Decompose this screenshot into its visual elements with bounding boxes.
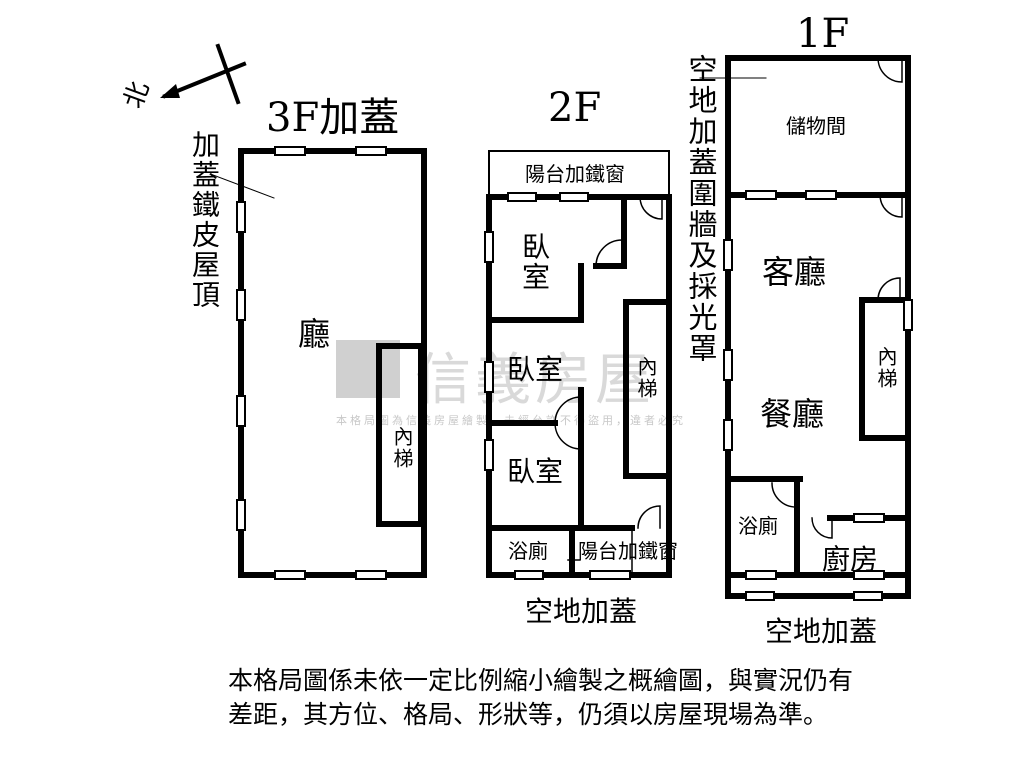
watermark-brand: 信義房屋: [415, 348, 655, 413]
floor-1f-doors: [771, 57, 903, 597]
floor-2f-doors: [554, 196, 663, 561]
floor-1f-dining-label: 餐廳: [760, 395, 825, 433]
floor-1f-windows: [723, 190, 913, 601]
floor-1f-stair-label: 內梯: [874, 346, 898, 390]
floor-2f-bedroom3-label: 臥室: [507, 455, 564, 488]
floor-1f-bath-label: 浴廁: [738, 514, 778, 538]
compass-arrow-line: [162, 61, 247, 99]
floor-3f-windows: [236, 146, 387, 580]
compass-arrow-head: [160, 84, 180, 98]
floor-3f-stair-label: 內梯: [390, 426, 414, 470]
floor-2f-below-label: 空地加蓋: [525, 595, 638, 628]
floor-2f-stair-label: 內梯: [634, 356, 658, 400]
floor-2f-bath-label: 浴廁: [508, 539, 548, 563]
floor-2f-windows: [484, 192, 631, 580]
floor-2f-bedroom2-label: 臥室: [507, 353, 564, 386]
floor-2f-top-balcony-label: 陽台加鐵窗: [525, 162, 625, 186]
floor-3f-hall-label: 廳: [298, 315, 331, 353]
floor-2f-bottom-balcony-label: 陽台加鐵窗: [578, 539, 678, 563]
floor-2f-bedroom1-label: 臥室: [518, 232, 551, 292]
floor-2f-title: 2F: [548, 85, 602, 131]
floor-3f-walls: [238, 148, 427, 578]
floor-1f-kitchen-label: 廚房: [822, 543, 879, 576]
floor-1f-storage-label: 儲物間: [786, 114, 846, 138]
floor-1f-living-label: 客廳: [762, 253, 827, 291]
floor-1f-side-note: 空地加蓋圍牆及採光罩: [684, 54, 718, 364]
floor-1f-title: 1F: [796, 11, 850, 57]
floor-3f-roof-note: 加蓋鐵皮屋頂: [188, 130, 221, 310]
floor-1f-below-label: 空地加蓋: [765, 615, 878, 648]
floor-3f-title: 3F加蓋: [266, 95, 400, 141]
compass-cross-line: [215, 43, 241, 105]
disclaimer-text: 本格局圖係未依一定比例縮小繪製之概繪圖，與實況仍有差距，其方位、格局、形狀等，仍…: [228, 666, 854, 729]
watermark-logo: [336, 340, 400, 398]
